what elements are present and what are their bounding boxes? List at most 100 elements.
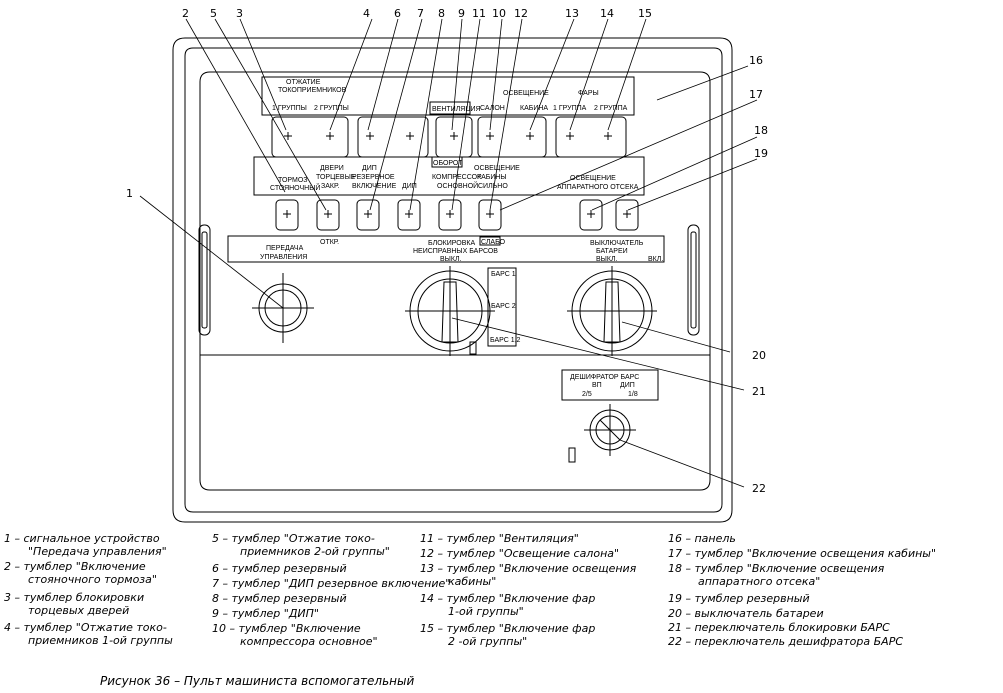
label-batarei: БАТАРЕИ: [596, 248, 628, 255]
legend-item-4: 4 – тумблер "Отжатие токо-приемников 1-о…: [4, 621, 173, 647]
legend-item-7: 7 – тумблер "ДИП резервное включение": [212, 577, 451, 590]
toggle-11: [450, 132, 458, 140]
slabo-label-box: [479, 236, 501, 246]
label-tormoz: ТОРМОЗ: [278, 177, 308, 184]
lower-label-strip: [227, 235, 665, 263]
callout-21: 21: [752, 385, 766, 398]
label-otkr: ОТКР.: [320, 239, 339, 246]
battery-switch-knob: [603, 281, 621, 343]
toggle-13: [526, 132, 534, 140]
callout-10: 10: [492, 7, 506, 20]
label-desh-vp: ВП: [592, 382, 602, 389]
left-handle-inner: [201, 231, 208, 329]
label-ventilyaciya: ВЕНТИЛЯЦИЯ: [432, 106, 481, 113]
legend-item-19: 19 – тумблер резервный: [668, 592, 810, 605]
callout-8: 8: [438, 7, 445, 20]
label-vyklyuchatel: ВЫКЛЮЧАТЕЛЬ: [590, 240, 644, 247]
label-gr2: 2 ГРУППЫ: [314, 105, 349, 112]
toggle-5: [326, 132, 334, 140]
legend-item-21: 21 – переключатель блокировки БАРС: [668, 621, 890, 634]
callout-17: 17: [749, 88, 763, 101]
toggle-14: [566, 132, 574, 140]
label-gr1: 1 ГРУППЫ: [272, 105, 307, 112]
label-silno: СИЛЬНО: [478, 183, 508, 190]
toggle-box-2: [275, 199, 299, 231]
callout-4: 4: [363, 7, 370, 20]
label-dip-rez: ДИП: [362, 165, 377, 172]
toggle-6: [366, 132, 374, 140]
toggle-2: [283, 210, 291, 218]
legend-item-6: 6 – тумблер резервный: [212, 562, 347, 575]
callout-5: 5: [210, 7, 217, 20]
callout-20: 20: [752, 349, 766, 362]
ventilation-label-box: [429, 101, 471, 115]
label-zakr: ЗАКР.: [321, 183, 339, 190]
label-desh-25: 2/5: [582, 391, 592, 398]
label-osveshchenie: ОСВЕЩЕНИЕ: [503, 90, 549, 97]
toggle-17: [486, 210, 494, 218]
toggle-19: [623, 210, 631, 218]
callout-2: 2: [182, 7, 189, 20]
toggle-box-7: [356, 199, 380, 231]
panel-inner-frame: [184, 47, 723, 513]
toggle-box-10: [438, 199, 462, 231]
label-peredacha: ПЕРЕДАЧА: [266, 245, 304, 252]
legend-item-17: 17 – тумблер "Включение освещения кабины…: [668, 547, 937, 560]
leader-lines: [139, 18, 758, 488]
label-vkl-bat: ВКЛ.: [648, 256, 663, 263]
legend-item-12: 12 – тумблер "Освещение салона": [420, 547, 620, 560]
label-app-otseka: АППАРАТНОГО ОТСЕКА: [557, 184, 639, 191]
legend-item-1: 1 – сигнальное устройство"Передача управ…: [4, 532, 167, 558]
label-deshifrator: ДЕШИФРАТОР БАРС: [570, 374, 639, 381]
label-upravleniya: УПРАВЛЕНИЯ: [260, 254, 307, 261]
callout-22: 22: [752, 482, 766, 495]
toggle-7-top: [406, 132, 414, 140]
label-dip: ДИП: [402, 183, 417, 190]
label-dveri: ДВЕРИ: [320, 165, 344, 172]
toggle-9: [405, 210, 413, 218]
callout-1: 1: [126, 187, 133, 200]
callout-15: 15: [638, 7, 652, 20]
key-symbol-1: [469, 341, 477, 355]
bars-position-box: [487, 267, 517, 347]
label-fary-gr1: 1 ГРУППА: [553, 105, 587, 112]
callout-13: 13: [565, 7, 579, 20]
callout-14: 14: [600, 7, 614, 20]
key-symbol-2: [568, 447, 576, 463]
label-osnovnoy: ОСНОВНОЙ: [437, 181, 478, 190]
callout-11: 11: [472, 7, 486, 20]
toggle-box-3: [316, 199, 340, 231]
label-fary: ФАРЫ: [578, 90, 599, 97]
callout-16: 16: [749, 54, 763, 67]
callout-12: 12: [514, 7, 528, 20]
label-torcevye: ТОРЦЕВЫЕ: [316, 174, 356, 181]
toggle-box-17: [478, 199, 502, 231]
legend-item-20: 20 – выключатель батареи: [668, 607, 824, 620]
callout-6: 6: [394, 7, 401, 20]
figure-caption: Рисунок 36 – Пульт машиниста вспомогател…: [100, 674, 415, 688]
toggle-12: [486, 132, 494, 140]
callout-19: 19: [754, 147, 768, 160]
right-handle-inner: [690, 231, 697, 329]
toggle-10: [446, 210, 454, 218]
toggle-box-9: [397, 199, 421, 231]
callout-3: 3: [236, 7, 243, 20]
callout-7: 7: [417, 7, 424, 20]
label-bars12: БАРС 1,2: [490, 337, 521, 344]
label-rezervnoe: РЕЗЕРВНОЕ: [352, 174, 395, 181]
legend-item-5: 5 – тумблер "Отжатие токо-приемников 2-о…: [212, 532, 390, 558]
label-slabo: СЛАБО: [481, 239, 506, 246]
label-kompressor: КОМПРЕССОР: [432, 174, 482, 181]
legend-item-16: 16 – панель: [668, 532, 736, 545]
toggle-18: [587, 210, 595, 218]
right-handle: [687, 224, 700, 336]
label-oborot: ОБОРОТ: [433, 160, 463, 167]
toggle-7: [364, 210, 372, 218]
